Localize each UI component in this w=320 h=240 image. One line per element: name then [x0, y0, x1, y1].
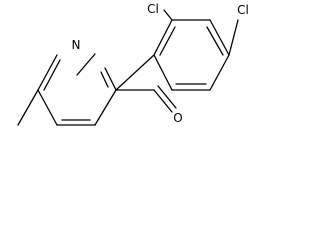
nitrogen-label: N: [72, 38, 81, 52]
bond-c6-n1-inner: [43, 59, 61, 91]
bond-p4-p5: [209, 54, 230, 91]
methyl-bond: [17, 89, 39, 126]
bond-p1-p2-inner: [159, 26, 176, 56]
bond-p6-p1: [153, 54, 173, 91]
bond-c2-c3: [104, 67, 117, 91]
bond-c5-c6: [37, 89, 58, 126]
bond-n1-c2: [76, 53, 96, 76]
aldehyde-group: [115, 85, 177, 113]
chlorine-para-label: Cl: [237, 3, 249, 17]
cl-ortho-bond: [163, 9, 173, 21]
chemical-structure-canvas: N Cl Cl O: [17, 2, 249, 126]
aldehyde-carbonyl-bond-inner: [157, 85, 177, 109]
biaryl-bond: [115, 54, 155, 91]
aldehyde-carbonyl-bond: [153, 89, 173, 113]
bond-c3-c4: [94, 89, 117, 126]
bond-p3-p4-inner: [206, 26, 224, 56]
bond-c2-c3-inner: [100, 71, 109, 88]
bond-c6-n1: [37, 54, 58, 91]
chlorine-ortho-label: Cl: [147, 2, 159, 16]
phenyl-ring: [153, 19, 230, 91]
cl-para-bond: [228, 19, 239, 56]
pyridine-ring: [37, 53, 117, 126]
structure-drawing: N Cl Cl O: [17, 2, 249, 126]
bond-p3-p4: [209, 19, 230, 56]
bond-p1-p2: [153, 19, 173, 56]
oxygen-label: O: [173, 111, 182, 125]
